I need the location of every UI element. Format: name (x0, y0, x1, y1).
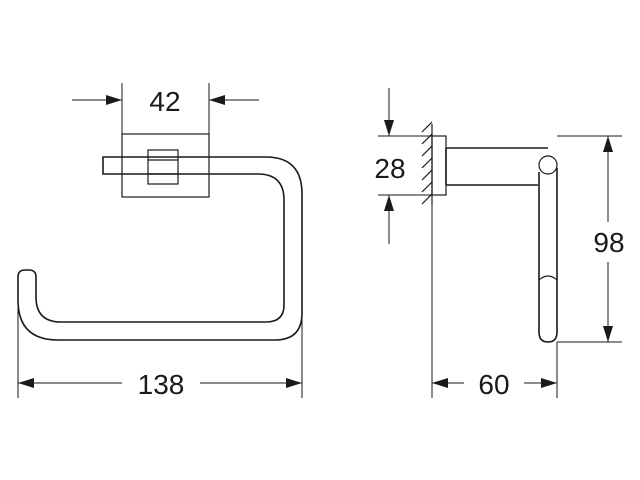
dim-label-138: 138 (138, 369, 185, 400)
arrow-head (384, 120, 394, 136)
arrow-head (603, 136, 613, 152)
arrow-head (106, 95, 122, 105)
arrow-head (384, 195, 394, 211)
dim-label-98: 98 (593, 227, 624, 258)
side-end-cap (538, 275, 558, 281)
front-view (17, 133, 303, 341)
arrow-head (286, 378, 302, 388)
arrow-head (603, 326, 613, 342)
front-ring-outer (17, 156, 303, 341)
dimension-mount-height: 28 (374, 88, 432, 244)
dim-label-28: 28 (374, 153, 405, 184)
side-view (421, 121, 558, 343)
dimension-mount-width: 42 (72, 83, 259, 134)
arrow-head (209, 95, 225, 105)
dimension-overall-width: 138 (17, 300, 303, 400)
front-wall-plate (121, 133, 210, 198)
side-arm (445, 147, 548, 186)
arrow-head (541, 378, 557, 388)
front-mount-block (147, 149, 179, 185)
dimension-overall-height: 98 (557, 135, 625, 343)
dimension-projection: 60 (431, 205, 558, 400)
arrow-head (432, 378, 448, 388)
arrow-head (18, 378, 34, 388)
wall-hatching (421, 121, 433, 205)
dim-label-60: 60 (478, 369, 509, 400)
side-wall-plate (431, 135, 447, 196)
side-joint (538, 155, 558, 175)
dim-label-42: 42 (149, 86, 180, 117)
side-ring-leg (538, 168, 558, 343)
